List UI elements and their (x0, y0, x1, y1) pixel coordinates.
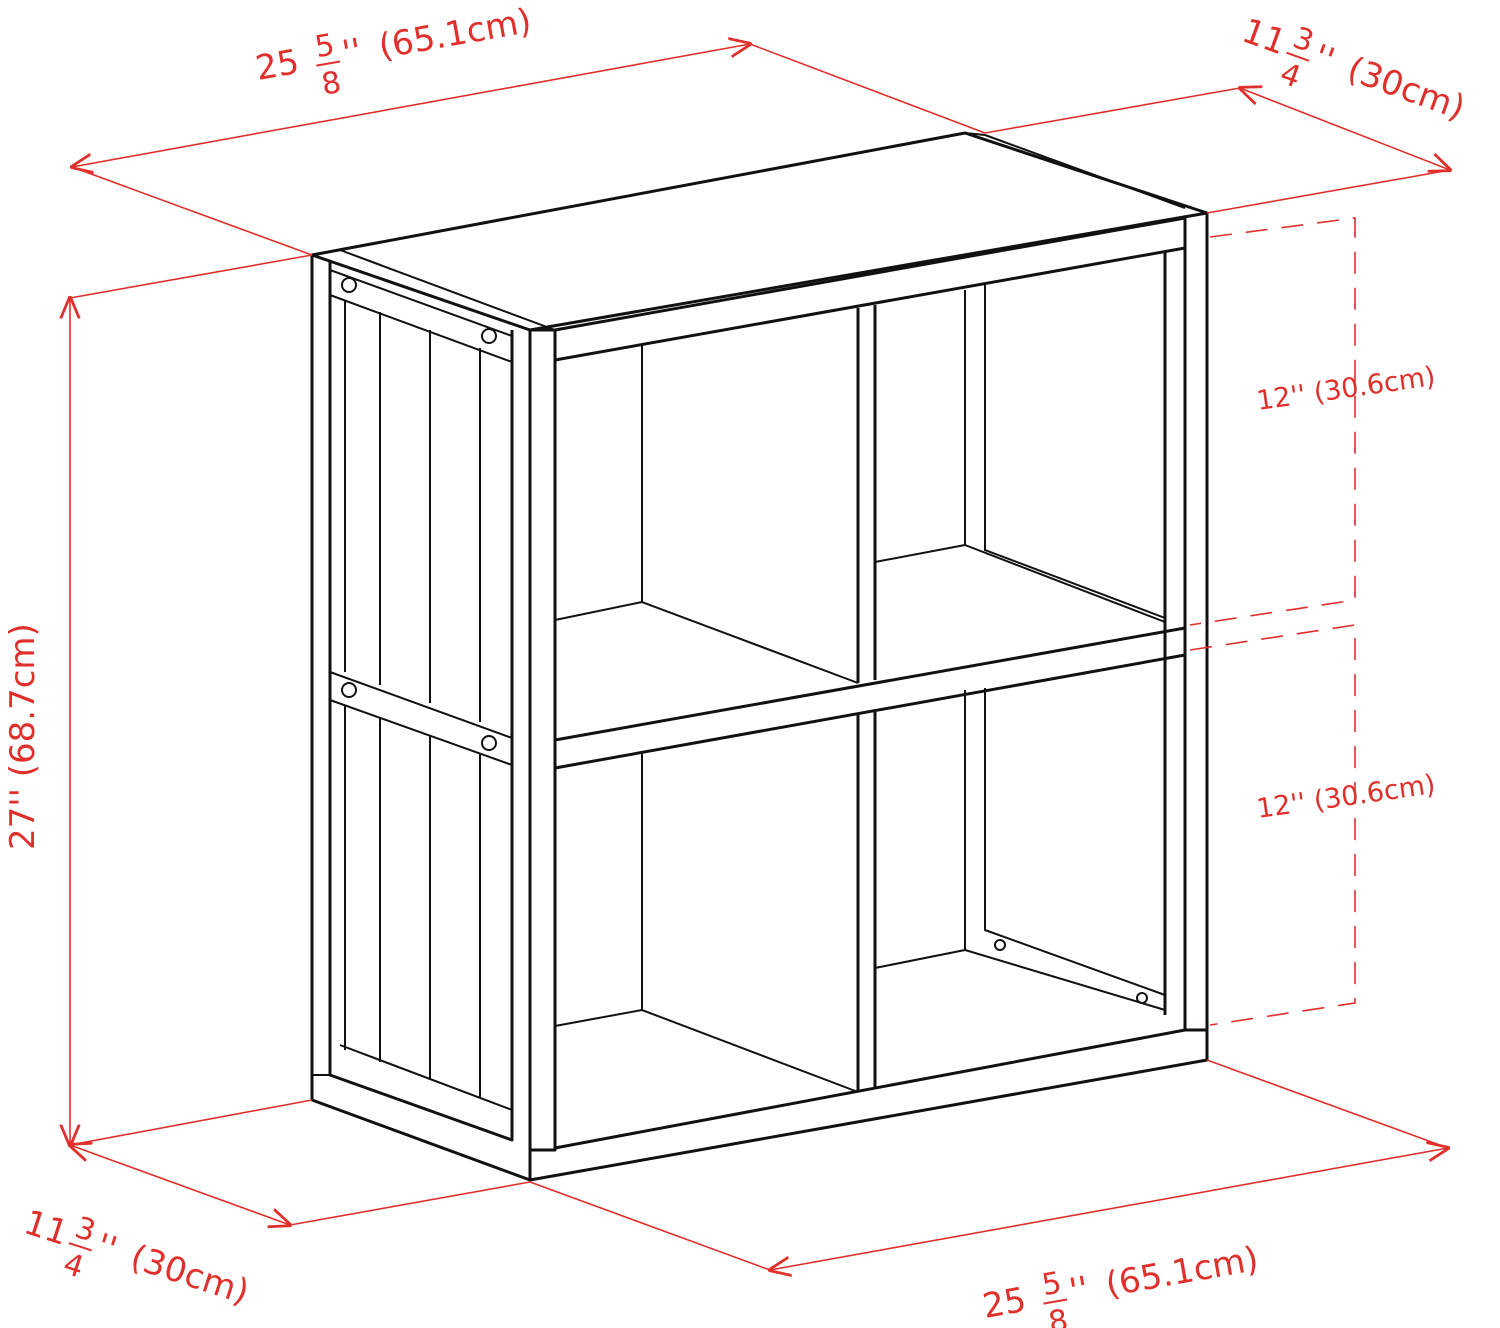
svg-text:4: 4 (1275, 56, 1305, 95)
cube-shelf-drawing (310, 131, 1209, 1182)
dimension-lines (70, 44, 1450, 1270)
middle-shelf (554, 626, 1186, 742)
top-depth-dimension-line (1240, 88, 1450, 170)
height-label: 27'' (68.7cm) (3, 623, 43, 850)
lower-cubby-dashed-bracket (1189, 624, 1356, 1026)
upper-cubby-label: 12'' (30.6cm) (1255, 361, 1438, 417)
svg-text:(30cm): (30cm) (126, 1237, 254, 1313)
shelf-top (310, 131, 1209, 332)
svg-text:25: 25 (980, 1280, 1030, 1327)
lower-cubby-label: 12'' (30.6cm) (1255, 769, 1438, 825)
svg-text:4: 4 (59, 1246, 88, 1285)
bottom-depth-dimension-line (70, 1145, 290, 1225)
svg-text:25: 25 (253, 42, 303, 89)
svg-text:3: 3 (71, 1210, 100, 1249)
upper-cubby-dashed-bracket (1189, 217, 1356, 626)
top-width-dimension-line (72, 44, 750, 167)
svg-text:'': '' (1066, 1269, 1091, 1312)
svg-text:(65.1cm): (65.1cm) (1103, 1239, 1262, 1305)
svg-text:'': '' (339, 31, 364, 74)
svg-text:11: 11 (19, 1203, 73, 1254)
bottom-depth-label: 11 3 4 '' (30cm) (19, 1203, 254, 1313)
top-depth-label: 11 3 4 '' (30cm) (1237, 11, 1470, 128)
bottom-width-dimension-line (770, 1148, 1448, 1270)
svg-text:5: 5 (1039, 1266, 1064, 1304)
svg-text:8: 8 (319, 65, 344, 103)
svg-text:'': '' (1308, 37, 1339, 81)
top-width-label: 25 5 8 '' (65.1cm) (253, 1, 535, 103)
svg-text:'': '' (91, 1226, 121, 1270)
bottom-width-label: 25 5 8 '' (65.1cm) (980, 1239, 1262, 1328)
svg-text:(30cm): (30cm) (1342, 49, 1470, 128)
svg-text:11: 11 (1237, 11, 1291, 63)
front-left-post (528, 328, 557, 1152)
svg-text:5: 5 (312, 28, 337, 66)
svg-text:8: 8 (1046, 1303, 1071, 1328)
svg-text:(65.1cm): (65.1cm) (376, 1, 535, 67)
shelf-base (528, 1028, 1209, 1182)
